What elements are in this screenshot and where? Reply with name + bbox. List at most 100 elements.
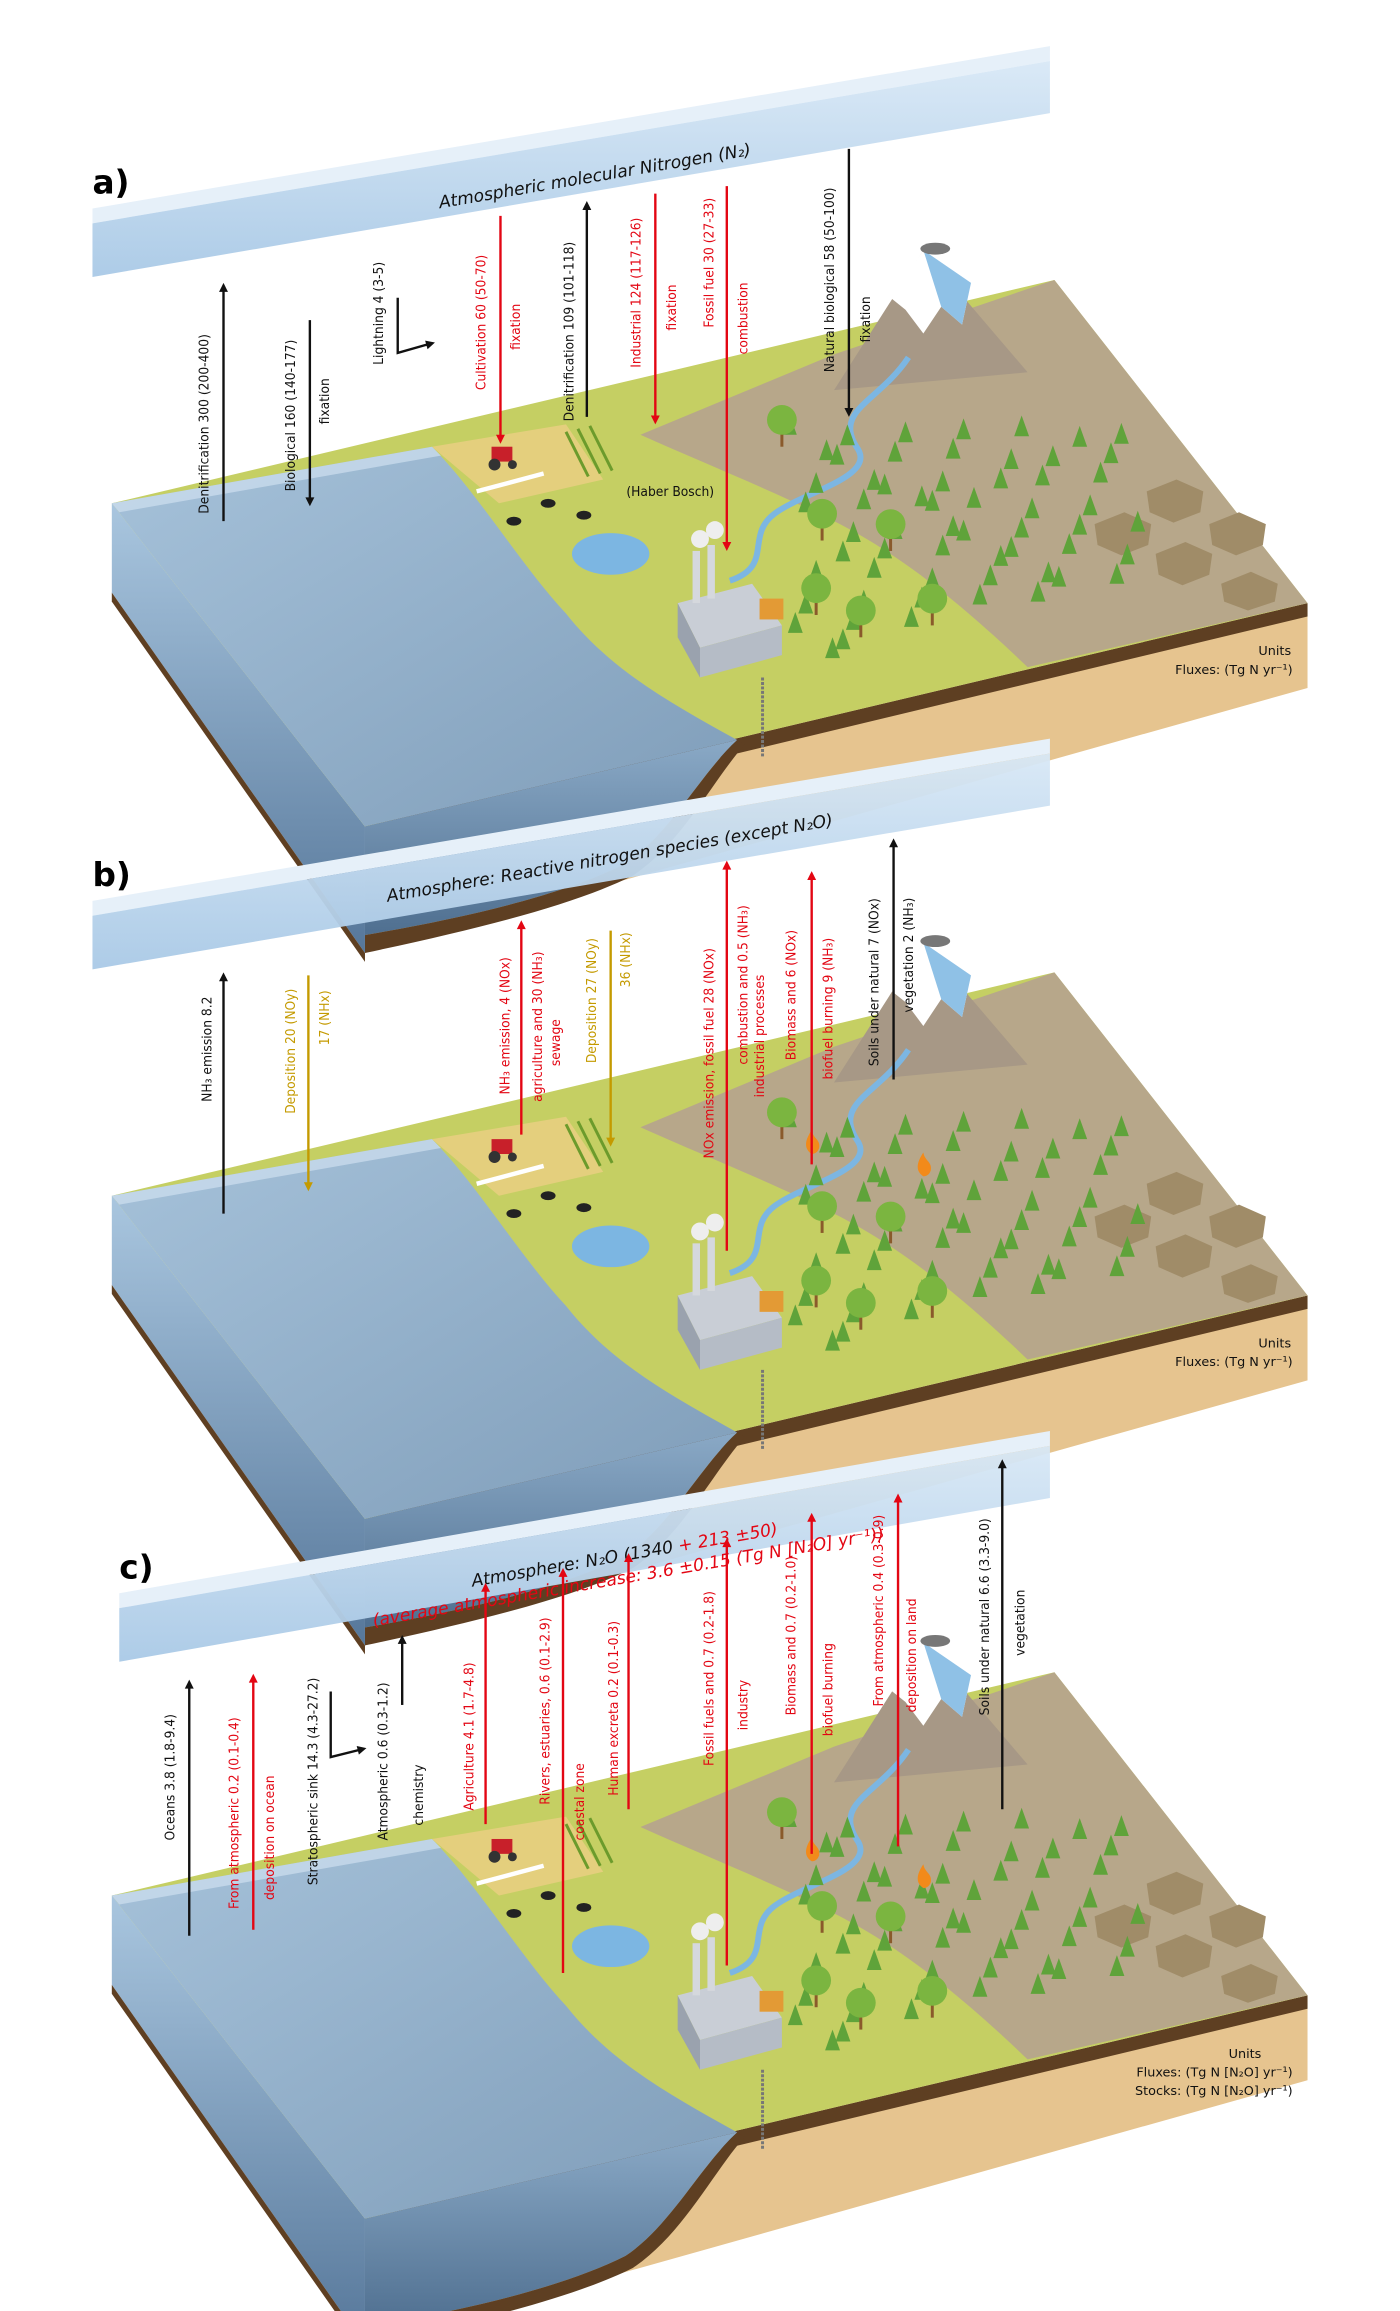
flux-arrow: Soils under natural 6.6 (3.3-9.0)vegetat… bbox=[977, 1459, 1029, 1810]
flux-label: Stratospheric sink 14.3 (4.3-27.2) bbox=[305, 1678, 321, 1885]
flux-arrow: Deposition 20 (NOy) 17 (NHx) bbox=[283, 975, 333, 1192]
flux-label: Biomass and 6 (NOx) bbox=[783, 930, 799, 1060]
flux-label: deposition on ocean bbox=[262, 1775, 278, 1900]
units-heading: Units bbox=[1258, 1337, 1291, 1352]
flux-arrow: Lightning 4 (3-5) bbox=[371, 262, 435, 365]
flux-label: NH₃ emission 8.2 bbox=[200, 997, 216, 1102]
flux-arrow: Soils under natural 7 (NOx)vegetation 2 … bbox=[867, 838, 917, 1080]
arrowhead bbox=[722, 860, 732, 870]
arrowhead bbox=[650, 415, 660, 425]
flux-arrow: NH₃ emission 8.2 bbox=[200, 972, 228, 1214]
flux-arrow: Deposition 27 (NOy) 36 (NHx) bbox=[584, 930, 634, 1147]
flux-arrow: Industrial 124 (117-126) fixation bbox=[628, 193, 680, 425]
arrowhead bbox=[807, 1512, 817, 1522]
flux-arrow: From atmospheric 0.2 (0.1-0.4) deposition… bbox=[226, 1673, 278, 1930]
flux-arrow: Oceans 3.8 (1.8-9.4) bbox=[162, 1679, 194, 1936]
flux-label: From atmospheric 0.2 (0.1-0.4) bbox=[226, 1717, 242, 1909]
flux-arrow: Agriculture 4.1 (1.7-4.8) bbox=[462, 1582, 491, 1825]
flux-label: Human excreta 0.2 (0.1-0.3) bbox=[606, 1621, 622, 1796]
flux-label: industry bbox=[736, 1680, 752, 1730]
flux-label: Rivers, estuaries, 0.6 (0.1-2.9) bbox=[538, 1617, 554, 1804]
flux-label: 36 (NHx) bbox=[618, 932, 634, 987]
panel-c: c)Atmosphere: N₂O (1340 + 213 ±50)(avera… bbox=[119, 1430, 1293, 2099]
flux-label: Biomass and 0.7 (0.2-1.0) bbox=[783, 1556, 799, 1715]
flux-arrow: Fossil fuels and 0.7 (0.2-1.8) industry bbox=[701, 1538, 752, 1966]
arrowhead bbox=[997, 1459, 1007, 1469]
arrowhead bbox=[481, 1582, 491, 1592]
arrowhead bbox=[425, 340, 435, 350]
fire-icon bbox=[917, 1152, 931, 1177]
flux-label: 17 (NHx) bbox=[317, 990, 333, 1045]
flux-label: NOx emission, fossil fuel 28 (NOx) bbox=[701, 948, 717, 1158]
flux-label: coastal zone bbox=[572, 1763, 588, 1840]
flux-arrow: Natural biological 58 (50-100)fixation bbox=[822, 148, 874, 417]
flux-label: chemistry bbox=[411, 1764, 427, 1825]
flux-arrow: Denitrification 300 (200-400) bbox=[197, 282, 228, 522]
fire-icon bbox=[917, 1864, 931, 1889]
flux-arrow: Fossil fuel 30 (27-33)combustion bbox=[701, 186, 752, 551]
arrowhead bbox=[496, 434, 505, 444]
arrowhead bbox=[558, 1567, 568, 1577]
flux-arrow: Rivers, estuaries, 0.6 (0.1-2.9) coastal … bbox=[538, 1567, 588, 1973]
flux-label: vegetation 2 (NH₃) bbox=[901, 898, 917, 1013]
units-heading: Units bbox=[1258, 644, 1291, 659]
arrowhead bbox=[606, 1137, 616, 1147]
arrowhead bbox=[582, 201, 592, 210]
arrow-line bbox=[329, 1691, 361, 1759]
flux-arrow: Denitrification 109 (101-118) bbox=[561, 201, 592, 422]
arrowhead bbox=[303, 1182, 313, 1192]
flux-label: Industrial 124 (117-126) bbox=[628, 218, 644, 368]
arrow-line bbox=[396, 297, 430, 355]
flux-label: Denitrification 109 (101-118) bbox=[561, 242, 577, 422]
flux-label: Lightning 4 (3-5) bbox=[371, 262, 387, 365]
arrowhead bbox=[305, 497, 315, 507]
panel-label: c) bbox=[119, 1548, 153, 1586]
flux-label: agriculture and 30 (NH₃) bbox=[530, 951, 546, 1101]
arrowhead bbox=[356, 1745, 367, 1755]
arrowhead bbox=[722, 1538, 732, 1548]
flux-label: Fossil fuel 30 (27-33) bbox=[701, 198, 717, 328]
arrowhead bbox=[397, 1634, 407, 1644]
arrowhead bbox=[219, 282, 228, 292]
landscapes bbox=[112, 243, 1308, 2311]
flux-label: biofuel burning bbox=[821, 1643, 837, 1736]
flux-label: biofuel burning 9 (NH₃) bbox=[821, 938, 837, 1080]
flux-label: Agriculture 4.1 (1.7-4.8) bbox=[462, 1662, 478, 1810]
flux-arrow: Biomass and 6 (NOx) biofuel burning 9 (NH… bbox=[783, 871, 837, 1165]
flux-label: Atmospheric 0.6 (0.3-1.2) bbox=[375, 1682, 391, 1840]
panel-a: a)Atmospheric molecular Nitrogen (N₂)Den… bbox=[92, 46, 1293, 678]
flux-arrow: Stratospheric sink 14.3 (4.3-27.2) bbox=[305, 1678, 367, 1885]
flux-arrow: Human excreta 0.2 (0.1-0.3) bbox=[606, 1553, 633, 1810]
arrowhead bbox=[184, 1679, 194, 1689]
flux-label: fixation bbox=[508, 304, 524, 350]
flux-arrow: From atmospheric 0.4 (0.3-0.9) deposition… bbox=[871, 1493, 920, 1847]
arrowhead bbox=[722, 542, 732, 551]
units-heading: Units bbox=[1229, 2047, 1262, 2062]
flux-label: deposition on land bbox=[904, 1598, 920, 1712]
arrowhead bbox=[893, 1493, 903, 1503]
arrowhead bbox=[248, 1673, 258, 1683]
flux-label: combustion and 0.5 (NH₃) bbox=[736, 905, 752, 1064]
units-text: Stocks: (Tg N [N₂O] yr⁻¹) bbox=[1135, 2084, 1293, 2099]
flux-label: Deposition 20 (NOy) bbox=[283, 989, 299, 1114]
haber-bosch-label: (Haber Bosch) bbox=[626, 484, 714, 500]
flux-arrow: Biomass and 0.7 (0.2-1.0) biofuel burning bbox=[783, 1512, 837, 1854]
units-text: Fluxes: (Tg N yr⁻¹) bbox=[1175, 663, 1292, 678]
units-text: Fluxes: (Tg N yr⁻¹) bbox=[1175, 1355, 1292, 1370]
flux-label: From atmospheric 0.4 (0.3-0.9) bbox=[871, 1515, 887, 1707]
flux-label: Deposition 27 (NOy) bbox=[584, 938, 600, 1063]
flux-arrow: NOx emission, fossil fuel 28 (NOx) combus… bbox=[701, 860, 768, 1251]
flux-label: vegetation bbox=[1013, 1590, 1029, 1656]
flux-label: sewage bbox=[548, 1019, 564, 1066]
arrowhead bbox=[889, 838, 899, 848]
flux-arrow: NH₃ emission, 4 (NOx) agriculture and 30 … bbox=[497, 920, 564, 1135]
panel-label: b) bbox=[92, 856, 130, 894]
flux-label: Biological 160 (140-177) bbox=[283, 340, 299, 492]
flux-label: fixation bbox=[664, 284, 680, 330]
panel-label: a) bbox=[92, 164, 129, 202]
arrowhead bbox=[844, 407, 854, 417]
flux-label: NH₃ emission, 4 (NOx) bbox=[497, 957, 513, 1094]
flux-label: Fossil fuels and 0.7 (0.2-1.8) bbox=[701, 1591, 717, 1766]
flux-arrow: Atmospheric 0.6 (0.3-1.2) chemistry bbox=[375, 1634, 427, 1840]
